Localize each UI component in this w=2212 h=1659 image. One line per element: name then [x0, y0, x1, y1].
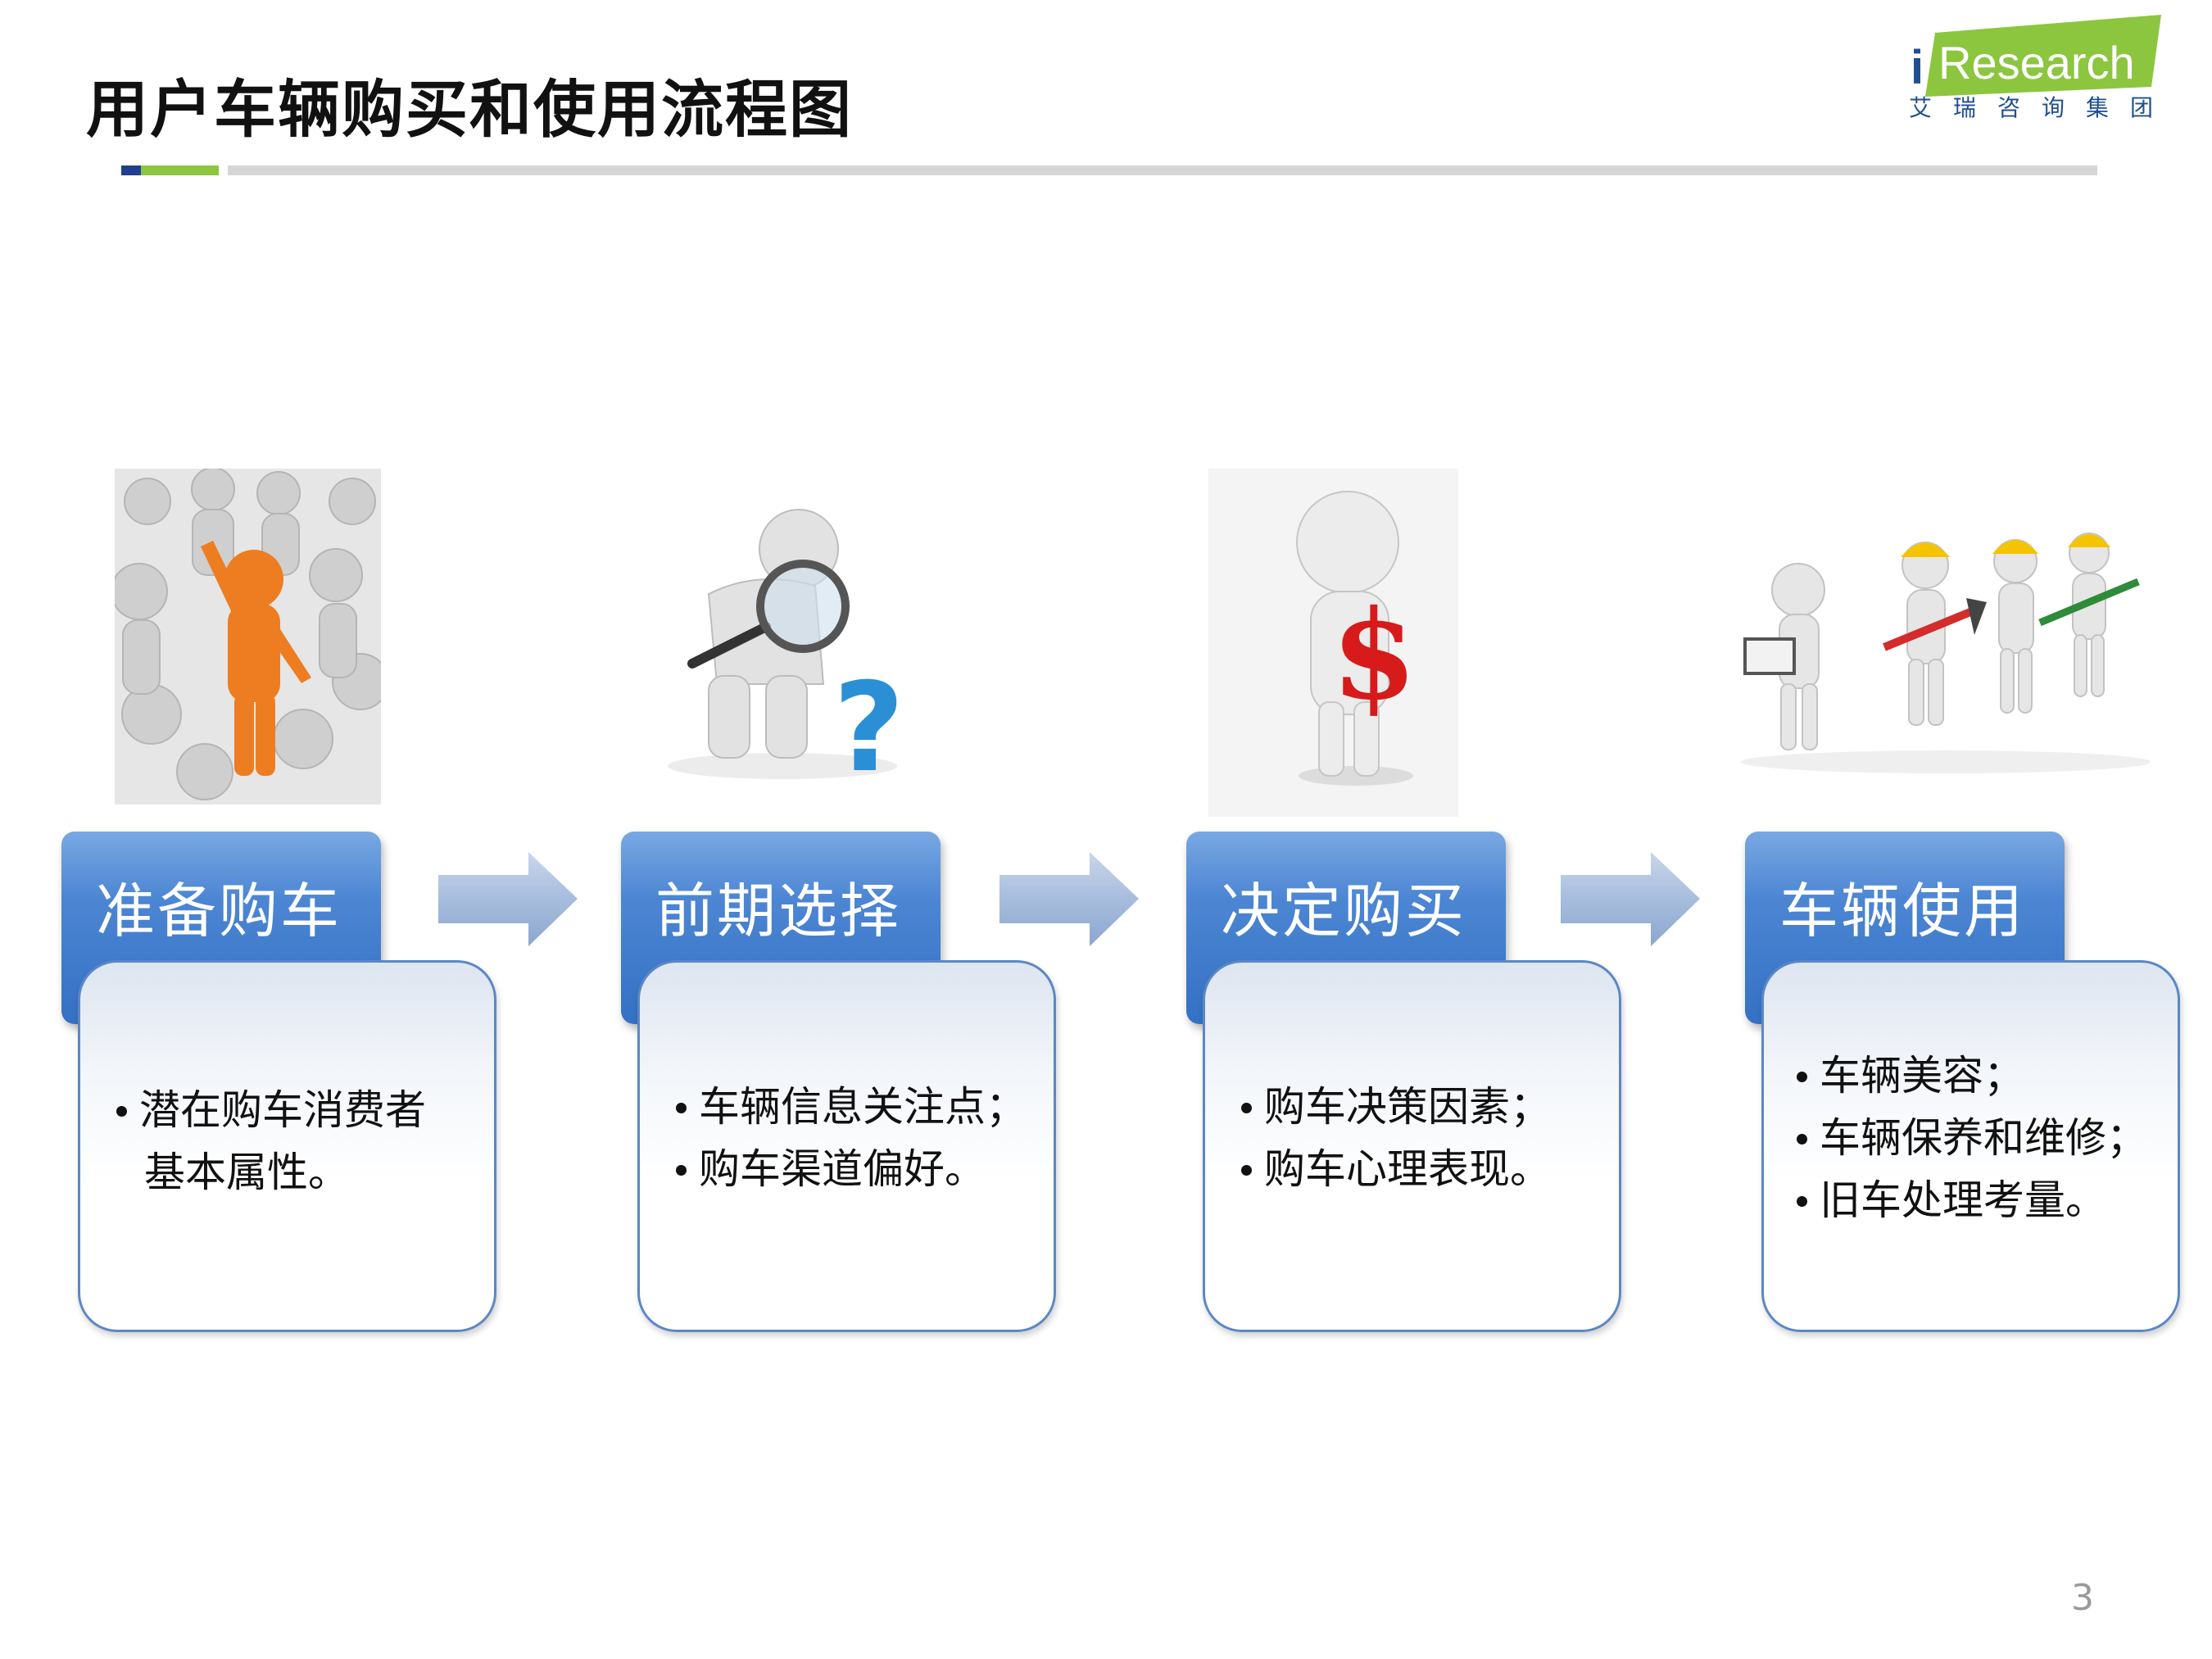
step-bullets: 车辆美容； 车辆保养和维修； 旧车处理考量。	[1797, 1045, 2169, 1231]
bullet-item: 购车渠道偏好。	[676, 1138, 1045, 1200]
bullet-item: 旧车处理考量。	[1797, 1169, 2169, 1231]
title-rule-green	[141, 165, 219, 175]
magnifier-illustration: ?	[668, 509, 904, 782]
page-title: 用户车辆购买和使用流程图	[86, 73, 853, 146]
svg-text:Research: Research	[1938, 37, 2135, 88]
title-rule-gray	[228, 165, 2097, 175]
step-use: 车辆使用 车辆美容； 车辆保养和维修； 旧车处理考量。	[1745, 832, 2192, 1339]
dollar-illustration: $	[1208, 469, 1458, 817]
step-bullets: 潜在购车消费者	[116, 1079, 486, 1141]
bullet-continuation: 基本属性。	[144, 1149, 349, 1196]
step-title: 前期选择	[655, 877, 902, 945]
title-rule-blue	[121, 165, 141, 175]
bullet-item: 潜在购车消费者	[116, 1079, 486, 1141]
step-card: 购车决策因素； 购车心理表现。	[1203, 960, 1621, 1332]
step-prepare: 准备购车 潜在购车消费者 基本属性。	[61, 832, 508, 1339]
step-bullets: 购车决策因素； 购车心理表现。	[1241, 1076, 1611, 1200]
bullet-item: 车辆美容；	[1797, 1045, 2169, 1107]
step-title: 车辆使用	[1779, 877, 2026, 945]
step-title: 决定购买	[1221, 877, 1467, 945]
step-select: 前期选择 车辆信息关注点； 购车渠道偏好。	[621, 832, 1067, 1339]
svg-text:?: ?	[833, 657, 904, 782]
bullet-item: 购车心理表现。	[1241, 1138, 1611, 1200]
crowd-illustration	[115, 469, 381, 805]
step-bullets: 车辆信息关注点； 购车渠道偏好。	[676, 1076, 1045, 1200]
step-decide: 决定购买 购车决策因素； 购车心理表现。	[1186, 832, 1633, 1339]
step-card: 潜在购车消费者 基本属性。	[78, 960, 496, 1332]
bullet-item: 车辆信息关注点；	[676, 1076, 1045, 1138]
svg-text:i: i	[1911, 41, 1924, 94]
bullet-item: 车辆保养和维修；	[1797, 1107, 2169, 1169]
svg-text:$: $	[1331, 583, 1416, 728]
step-card: 车辆美容； 车辆保养和维修； 旧车处理考量。	[1761, 960, 2180, 1332]
step-card: 车辆信息关注点； 购车渠道偏好。	[637, 960, 1056, 1332]
bullet-item: 购车决策因素；	[1241, 1076, 1611, 1138]
logo-tagline: 艾瑞咨询集团	[1909, 94, 2175, 121]
page-number: 3	[2071, 1577, 2094, 1619]
iresearch-logo: i Research	[1911, 15, 2161, 97]
flow-arrow-3	[1561, 852, 1700, 946]
step-title: 准备购车	[96, 877, 342, 945]
flow-arrow-1	[438, 852, 578, 946]
flow-arrow-2	[999, 852, 1139, 946]
workers-illustration	[1741, 533, 2151, 773]
